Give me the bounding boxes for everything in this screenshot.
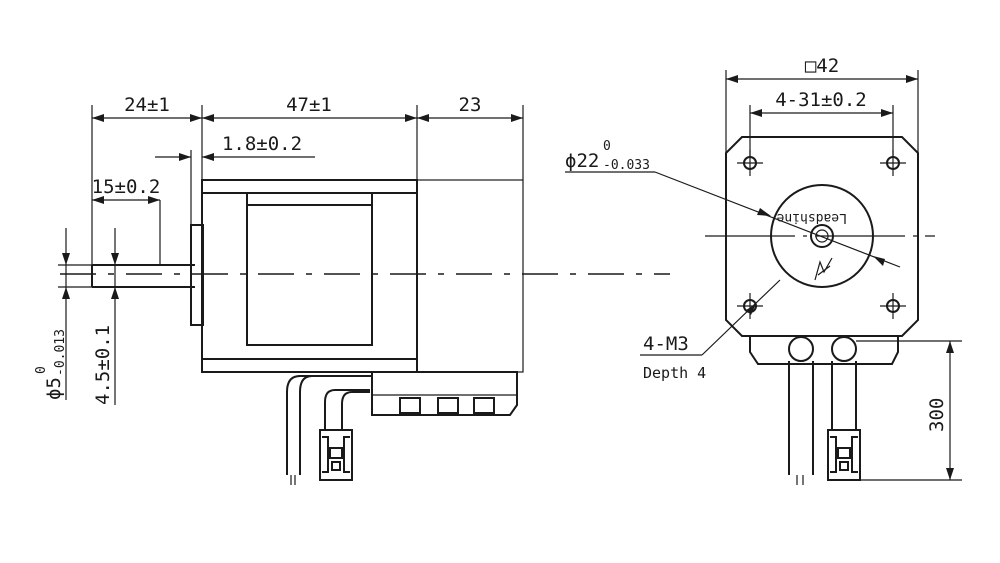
brand-mark: Leadshine <box>776 210 847 225</box>
plug-latch-left <box>830 436 837 473</box>
shaft <box>91 264 195 288</box>
arrow <box>417 114 429 122</box>
arrow <box>873 256 885 266</box>
arrow <box>62 253 70 265</box>
stator-window <box>246 192 373 346</box>
plug-latch-right <box>343 436 350 473</box>
arrow <box>946 468 954 480</box>
arrow <box>111 287 119 299</box>
label-cable-length: 300 <box>926 398 948 432</box>
bottom-housing <box>749 336 899 365</box>
cable-inner-b <box>341 391 370 430</box>
arrow <box>190 114 202 122</box>
arrow <box>92 196 104 204</box>
rear-cap <box>416 179 524 373</box>
arrow <box>202 153 214 161</box>
arrow <box>405 114 417 122</box>
label-boss: 1.8±0.2 <box>222 133 302 155</box>
label-flat-depth: 4.5±0.1 <box>92 325 114 405</box>
plug-pin <box>331 461 341 471</box>
side-view: 24±1 47±1 23 1.8±0.2 15±0.2 ϕ5 0 -0.013 <box>34 94 670 485</box>
arrow <box>62 287 70 299</box>
shaft-inner <box>815 229 829 243</box>
arrow <box>202 114 214 122</box>
arrow <box>111 253 119 265</box>
cable-left <box>788 361 814 475</box>
plug-pin <box>839 461 849 471</box>
label-shaft-dia: ϕ5 0 -0.013 <box>34 329 68 400</box>
pilot-circle <box>770 184 874 288</box>
arrow <box>148 196 160 204</box>
pilot-lower: -0.033 <box>603 158 650 173</box>
cable-outer-a <box>286 375 372 475</box>
plug-body <box>827 429 861 481</box>
shaft-dia-symbol: ϕ5 <box>43 377 65 400</box>
label-hole-spacing: 4-31±0.2 <box>775 89 867 111</box>
label-flat: 15±0.2 <box>92 176 161 198</box>
arrow <box>726 75 738 83</box>
pilot-symbol: ϕ22 <box>565 150 599 172</box>
plug-window <box>329 447 343 459</box>
thread-depth: Depth 4 <box>643 364 706 382</box>
shaft-outer <box>810 224 834 248</box>
label-square: □42 <box>805 55 839 77</box>
cable-inner-a <box>324 389 370 430</box>
plug-window <box>837 447 851 459</box>
front-view: Leadshine ϕ22 0 -0.033 □42 4-31±0.2 4-M3… <box>565 55 962 485</box>
shaft-dia-upper: 0 <box>34 366 49 374</box>
pilot-upper: 0 <box>603 139 611 154</box>
arrow <box>92 114 104 122</box>
logo-mark-icon <box>814 257 833 281</box>
arrow <box>906 75 918 83</box>
flange-square <box>725 136 919 337</box>
front-plug-connector <box>827 429 861 481</box>
label-body-length: 47±1 <box>286 94 332 116</box>
plug-connector <box>319 429 353 481</box>
plug-body <box>319 429 353 481</box>
cable-gland <box>788 336 814 362</box>
motor-body <box>201 179 418 373</box>
label-rear-length: 23 <box>459 94 482 116</box>
arrow <box>757 208 771 216</box>
arrow <box>946 341 954 353</box>
arrow <box>746 304 756 315</box>
arrow <box>179 153 191 161</box>
connector-housing <box>371 371 518 416</box>
arrow <box>750 109 762 117</box>
cable-gland <box>831 336 857 362</box>
arrow <box>511 114 523 122</box>
shaft-dia-lower: -0.013 <box>53 329 68 376</box>
connector-pin-1 <box>399 397 421 414</box>
label-shaft-length: 24±1 <box>124 94 170 116</box>
plug-latch-right <box>851 436 858 473</box>
thread-callout: 4-M3 <box>643 333 689 355</box>
cable-outer-b <box>299 375 360 475</box>
plug-latch-left <box>322 436 329 473</box>
connector-pin-3 <box>473 397 495 414</box>
pilot-leader <box>654 171 901 268</box>
arrow <box>881 109 893 117</box>
cable-right <box>831 361 857 430</box>
connector-pin-2 <box>437 397 459 414</box>
thread-leader <box>701 279 781 356</box>
